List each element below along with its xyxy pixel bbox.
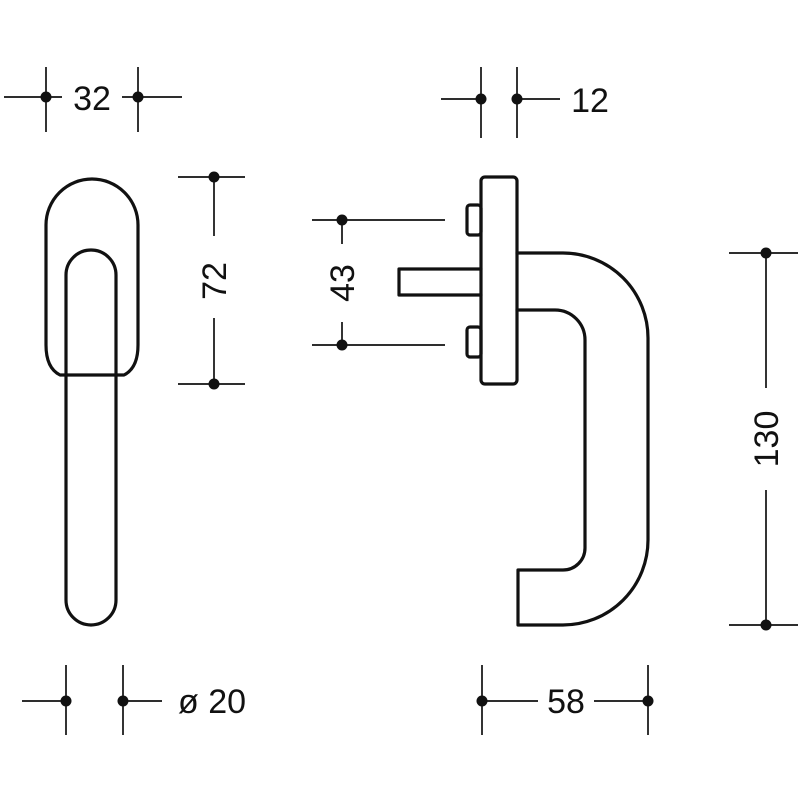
dimension-diameter-20: ø 20 xyxy=(22,665,246,735)
dimension-32-label: 32 xyxy=(73,80,111,118)
dimension-32: 32 xyxy=(4,67,182,132)
dimension-58: 58 xyxy=(476,665,654,735)
dimension-130-label: 130 xyxy=(748,411,786,468)
dimension-12: 12 xyxy=(441,67,609,138)
dimension-72-label: 72 xyxy=(196,262,234,300)
square-spindle xyxy=(397,267,483,297)
dimension-43: 43 xyxy=(312,214,445,351)
dimension-130: 130 xyxy=(729,247,798,631)
base-plate-outline xyxy=(479,175,519,386)
upper-screw-head xyxy=(465,203,483,237)
lower-screw-head xyxy=(465,325,483,359)
dimension-diameter-label: ø 20 xyxy=(178,683,246,721)
side-view xyxy=(397,175,650,627)
lever-front-outline xyxy=(64,248,118,627)
lever-side-outline xyxy=(515,251,650,627)
front-view xyxy=(44,177,140,627)
dimension-12-label: 12 xyxy=(571,82,609,120)
dimension-72: 72 xyxy=(178,171,245,390)
dimension-58-label: 58 xyxy=(547,683,585,721)
rosette-outline xyxy=(44,177,140,377)
dimension-43-label: 43 xyxy=(324,264,362,302)
